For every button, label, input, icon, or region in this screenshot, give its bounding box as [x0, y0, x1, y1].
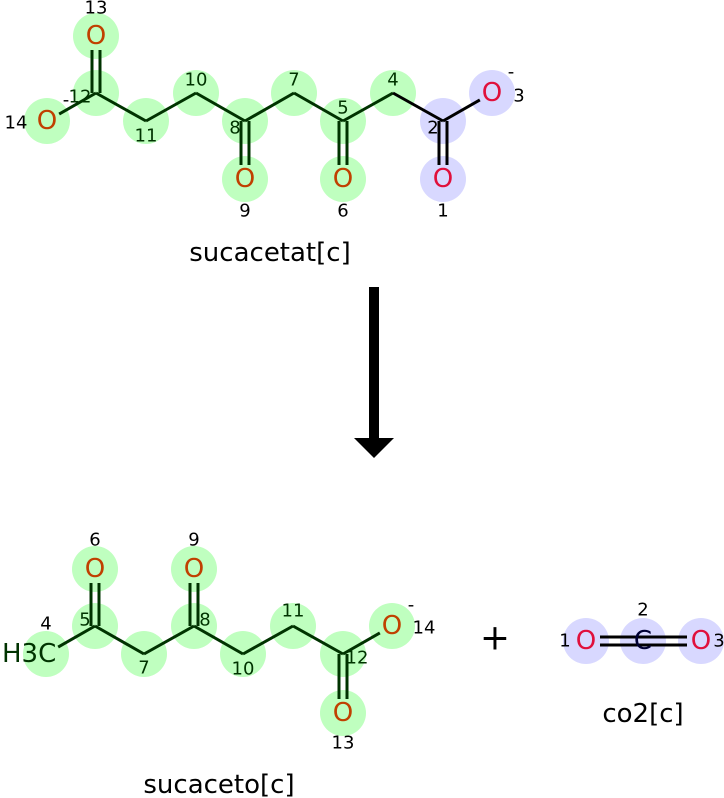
atom-label-o: O — [482, 78, 502, 108]
atom-label-o: O — [691, 626, 711, 656]
atom-index: 5 — [79, 610, 90, 631]
atom-index: 8 — [199, 610, 210, 631]
atom-highlight — [72, 546, 118, 592]
atom-label-o: O — [85, 554, 105, 584]
atom-index: 2 — [637, 600, 648, 621]
atom-highlight — [24, 98, 70, 144]
atom-index: 5 — [337, 98, 348, 119]
bond — [143, 624, 195, 656]
atom-index: 12 — [69, 87, 92, 108]
atom-index: 6 — [337, 201, 348, 222]
reactant-name-sucacetat: sucacetat[c] — [189, 238, 350, 268]
atom-highlight — [171, 546, 217, 592]
bond — [145, 91, 197, 123]
atom-highlight — [73, 13, 119, 59]
bond — [442, 98, 481, 123]
atom-index: 11 — [282, 601, 305, 622]
atom-highlight — [620, 618, 666, 664]
product-name-sucaceto: sucaceto[c] — [143, 770, 294, 798]
atom-label-h3c: H3C — [2, 639, 56, 669]
atom-label-o: O — [184, 554, 204, 584]
product-name-co2: co2[c] — [602, 699, 683, 729]
atom-label-o: O — [576, 626, 596, 656]
atom-index: 4 — [387, 70, 398, 91]
atom-highlight — [563, 618, 609, 664]
bond — [342, 631, 381, 656]
atom-highlight — [320, 690, 366, 736]
charge-label: - — [408, 595, 415, 616]
atom-index: 6 — [89, 530, 100, 551]
bond — [292, 624, 344, 656]
atom-index: 7 — [138, 658, 149, 679]
bond — [293, 91, 344, 123]
atom-index: 10 — [232, 659, 255, 680]
bond — [342, 91, 394, 123]
atom-label-c: C — [634, 626, 652, 656]
atom-index: 11 — [135, 126, 158, 147]
atom-index: 3 — [713, 631, 724, 652]
atom-index: 13 — [85, 0, 108, 19]
atom-label-o: O — [86, 21, 106, 51]
atom-highlight — [222, 156, 268, 202]
atom-index: 4 — [40, 614, 51, 635]
atom-highlight — [469, 70, 515, 116]
atom-index: 13 — [332, 733, 355, 754]
bond — [195, 91, 246, 123]
atom-label-o: O — [382, 611, 402, 641]
atom-index: 1 — [559, 631, 570, 652]
bond — [58, 91, 97, 116]
atom-label-o: O — [37, 106, 57, 136]
atom-label-o: O — [433, 164, 453, 194]
atom-index: 14 — [413, 618, 436, 639]
plus-sign: + — [480, 618, 510, 659]
bond — [244, 91, 295, 123]
bond — [57, 624, 96, 649]
charge-label: - — [63, 90, 70, 111]
bond — [193, 624, 244, 656]
atom-index: 1 — [437, 201, 448, 222]
atom-index: 9 — [239, 201, 250, 222]
bond — [242, 624, 294, 656]
bond — [94, 624, 145, 656]
bond — [95, 91, 147, 123]
atom-index: 7 — [288, 70, 299, 91]
atom-label-o: O — [333, 164, 353, 194]
atom-label-o: O — [333, 698, 353, 728]
atom-highlight — [678, 618, 724, 664]
atom-label-o: O — [235, 164, 255, 194]
charge-label: - — [508, 62, 515, 83]
atom-highlight — [320, 156, 366, 202]
atom-index: 12 — [346, 648, 369, 669]
atom-index: 3 — [513, 86, 524, 107]
atom-highlight — [420, 156, 466, 202]
reaction-arrow — [354, 287, 394, 458]
atom-highlight — [369, 603, 415, 649]
atom-index: 8 — [229, 118, 240, 139]
atom-index: 10 — [185, 70, 208, 91]
atom-index: 9 — [188, 530, 199, 551]
atom-index: 2 — [427, 118, 438, 139]
bond — [392, 91, 444, 123]
atom-highlight — [23, 631, 69, 677]
atom-index: 14 — [5, 113, 28, 134]
